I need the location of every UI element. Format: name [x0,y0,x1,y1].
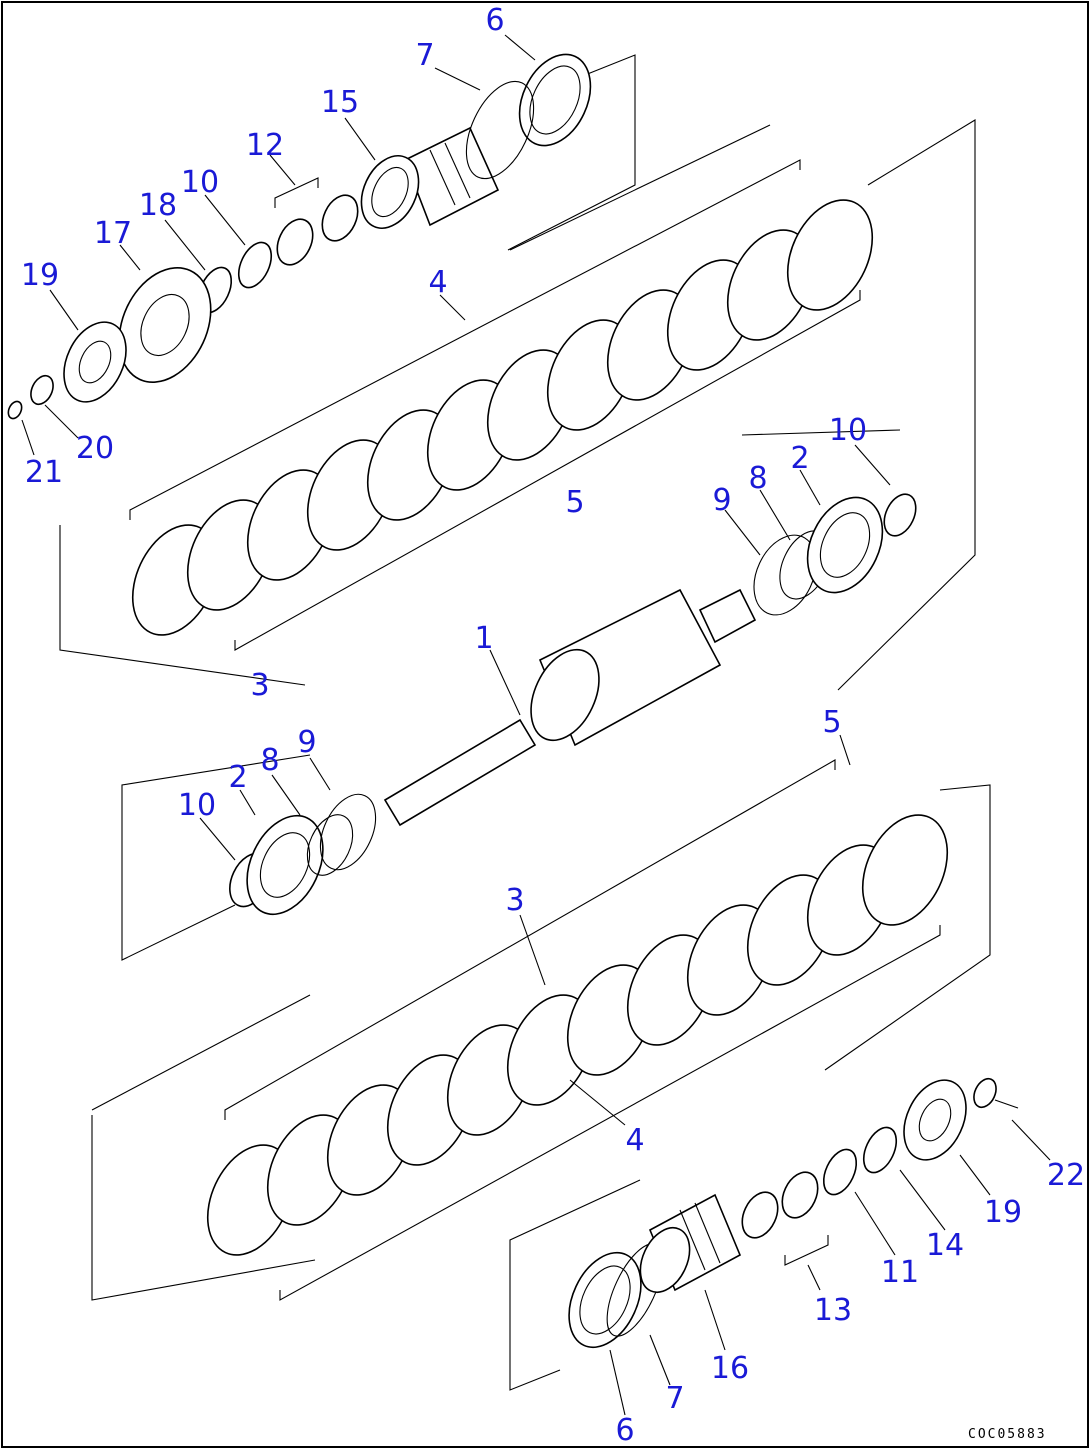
callout-5-upper: 5 [565,485,584,520]
callout-10-lower: 10 [178,788,216,823]
part-1-shaft-assembly [383,588,757,827]
callout-4-lower: 4 [625,1123,644,1158]
callout-3-upper: 3 [250,668,269,703]
callout-18: 18 [139,188,177,223]
callout-6-bottom: 6 [615,1413,634,1448]
part-6-seal-top [518,53,592,147]
callout-14: 14 [926,1228,964,1263]
diagram-code: COC05883 [968,1427,1047,1442]
part-14-ring [862,1126,898,1174]
part-16-hub [639,1193,742,1293]
part-22-nut [973,1077,1019,1109]
callout-6-top: 6 [485,3,504,38]
part-8-ring-lower [306,814,354,876]
upper-clutch-plates [131,199,874,636]
bottom-group-bracket [509,1179,641,1391]
upper-pack-leader-lines [129,159,861,651]
callout-9-lower: 9 [297,725,316,760]
part-13-bearings [741,1171,829,1266]
part-19-bearing-top [63,321,127,403]
callout-11: 11 [881,1255,919,1290]
part-17-gear [118,266,212,384]
callout-21: 21 [25,455,63,490]
left-middle-bracket [121,754,311,961]
part-10-ring-top [237,241,273,289]
part-11-ring [822,1148,858,1196]
part-6-seal-bottom [568,1251,642,1349]
callout-9-upper: 9 [712,483,731,518]
part-20-collar [30,374,54,406]
right-middle-bracket [741,429,901,436]
lower-clutch-plates [206,814,949,1256]
callout-22: 22 [1047,1158,1085,1193]
callout-labels: 6 7 15 12 10 18 17 19 4 20 21 10 2 8 9 5… [21,3,1085,1448]
callout-5-lower: 5 [822,705,841,740]
callout-2-upper: 2 [790,441,809,476]
part-9-ring-lower [319,793,377,871]
part-15-hub [360,126,500,229]
part-7-snap-ring-top [465,80,535,180]
callout-3-lower: 3 [505,883,524,918]
callout-15: 15 [321,85,359,120]
callout-20: 20 [76,431,114,466]
part-2-piston-upper [806,496,884,594]
callout-8-lower: 8 [260,743,279,778]
callout-2-lower: 2 [228,760,247,795]
callout-13: 13 [814,1293,852,1328]
callout-leaders [21,34,1051,1416]
callout-8-upper: 8 [748,461,767,496]
callout-16: 16 [711,1351,749,1386]
callout-12: 12 [246,128,284,163]
part-10-ring-upper-right [883,493,917,537]
callout-7-top: 7 [415,38,434,73]
part-12-bearings [274,177,359,266]
callout-1: 1 [474,621,493,656]
callout-4-upper: 4 [428,265,447,300]
callout-17: 17 [94,216,132,251]
callout-10-top: 10 [181,165,219,200]
callout-19-bottom: 19 [984,1195,1022,1230]
part-19-bearing-bottom [903,1079,967,1161]
callout-10-upper-right: 10 [829,413,867,448]
part-9-ring-upper [753,534,817,616]
callout-7-bottom: 7 [665,1381,684,1416]
lower-clutch-pack-bracket [91,784,991,1301]
top-group-bracket [507,54,636,251]
part-2-piston-lower [246,814,324,916]
upper-clutch-pack-bracket [59,119,976,691]
lower-pack-leader-lines [224,759,941,1301]
part-21-nut [7,400,23,420]
callout-19-top: 19 [21,258,59,293]
